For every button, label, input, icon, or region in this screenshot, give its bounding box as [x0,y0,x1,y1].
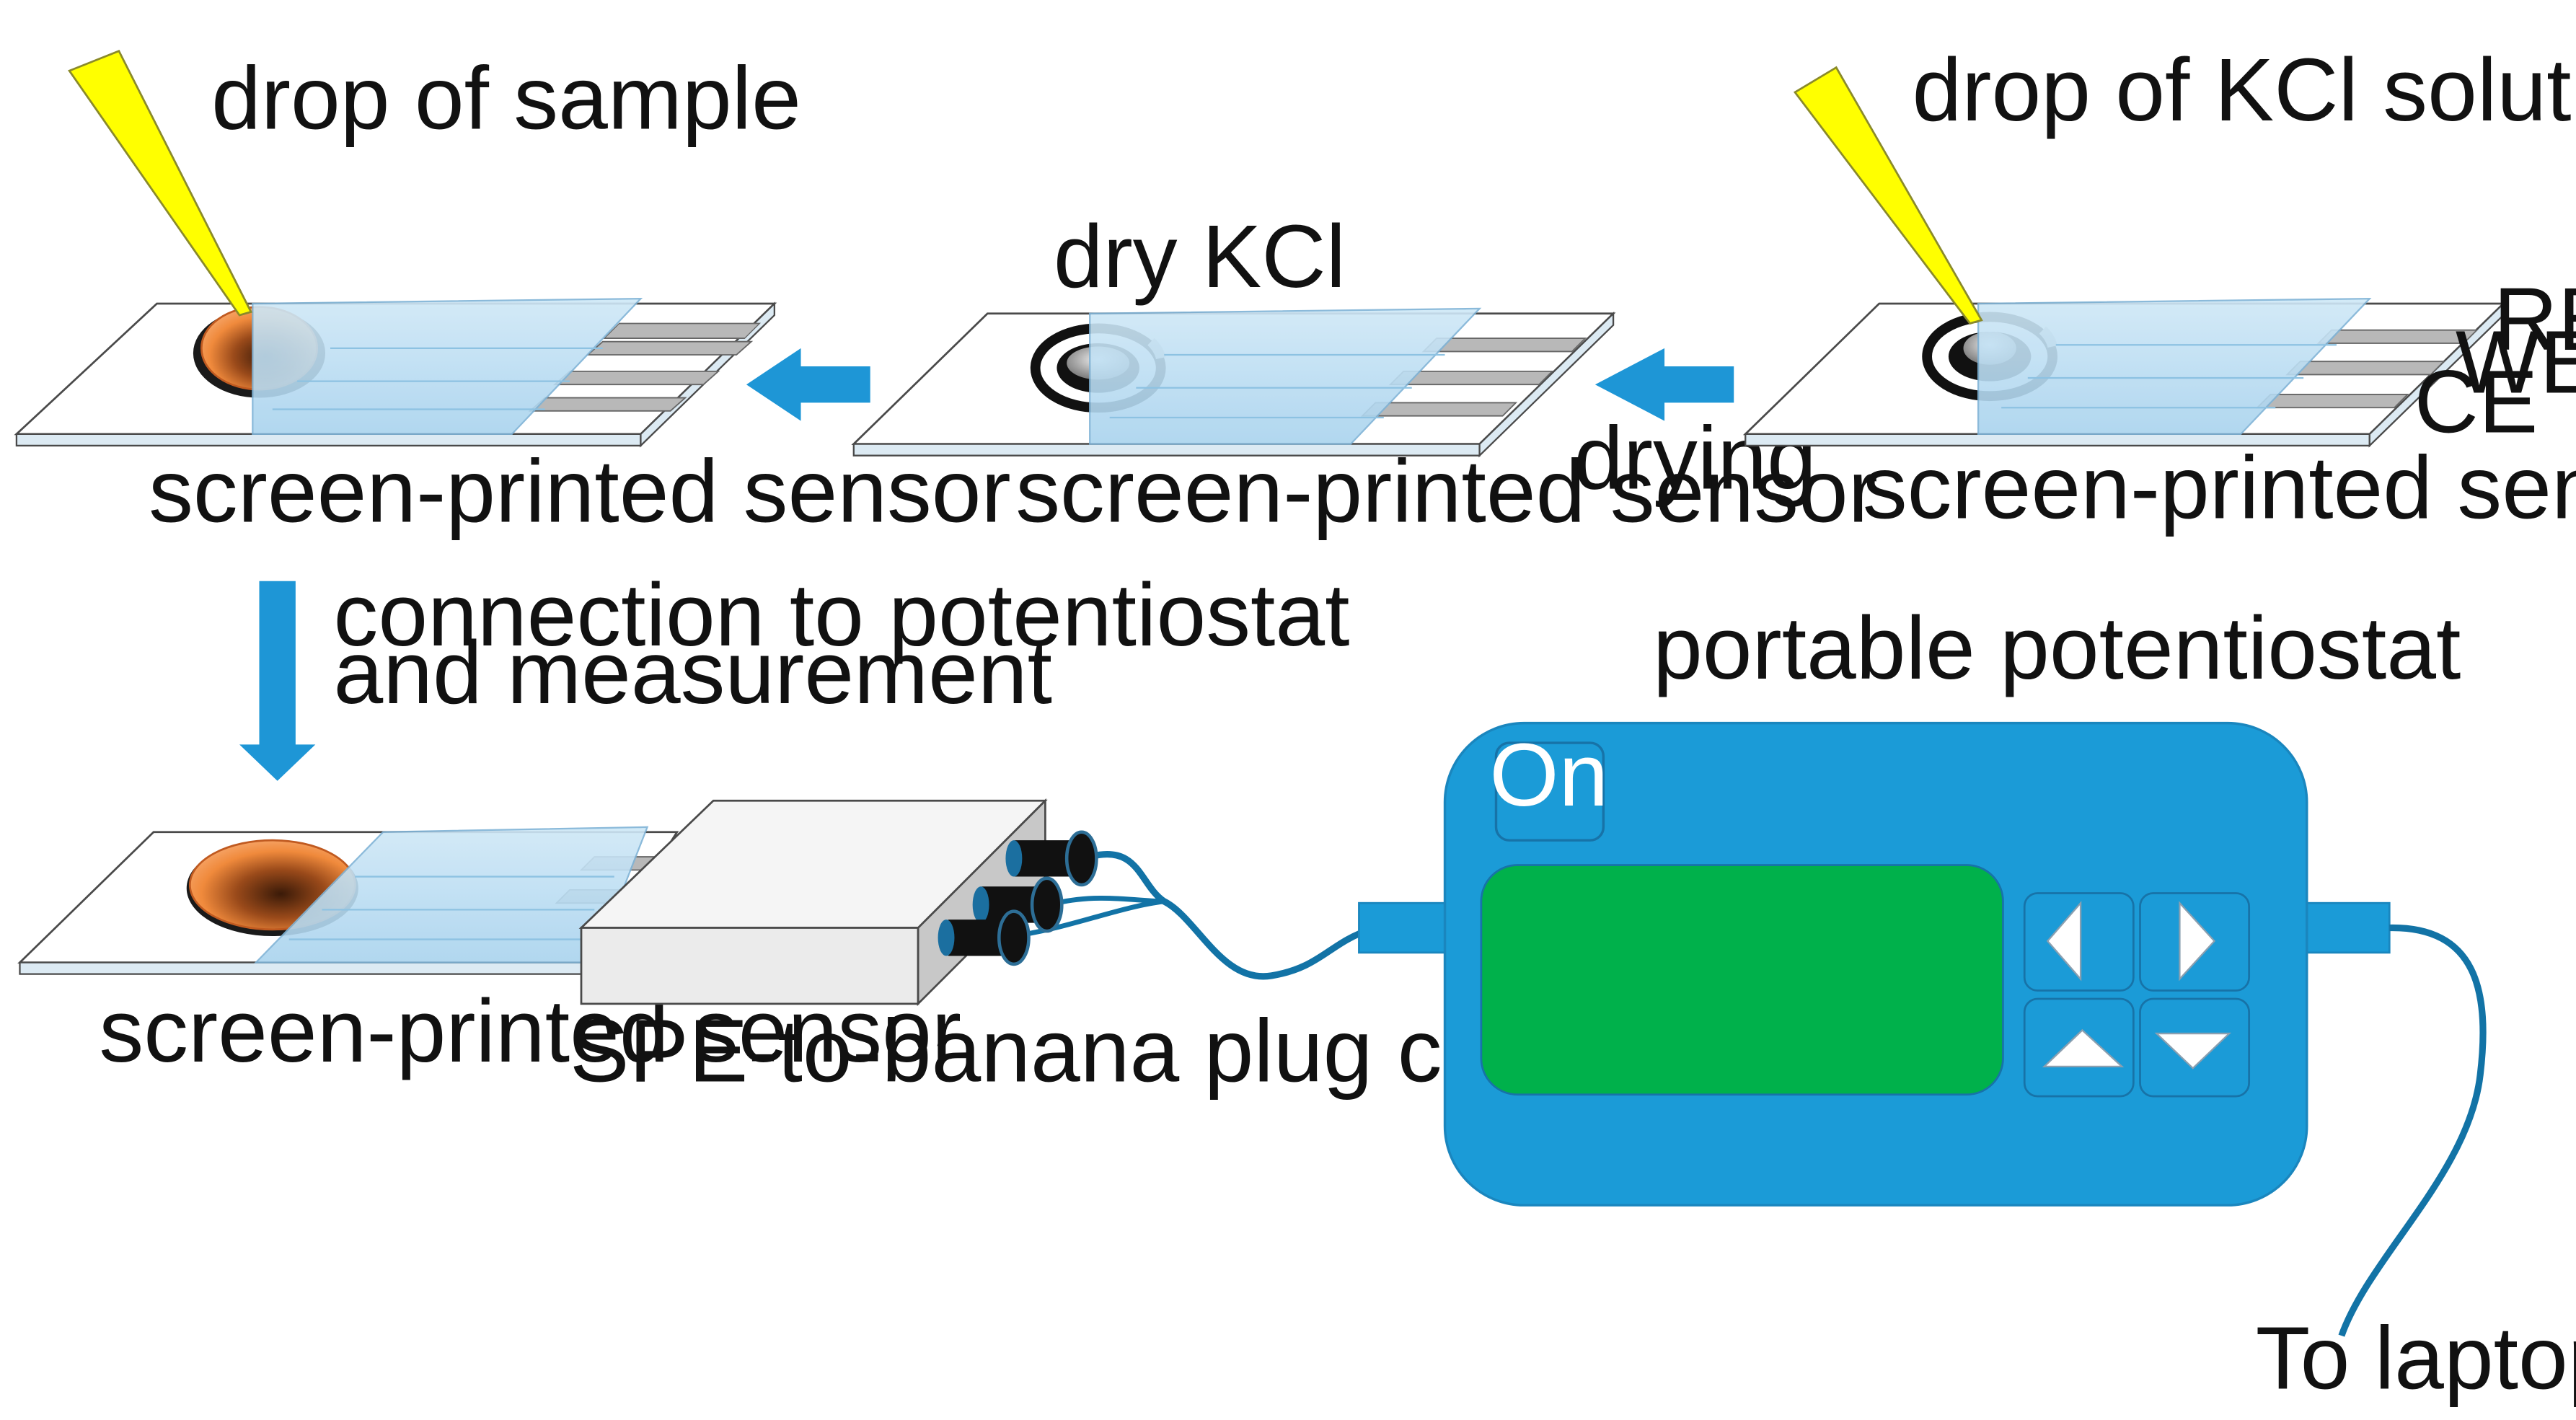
banana-plug-ring [1005,840,1023,877]
triangle-left-icon [2046,901,2082,982]
banana-plug-end [1064,830,1098,887]
arrow-down [239,581,316,781]
triangle-up-icon [2042,1028,2125,1068]
right-port [2302,901,2391,954]
sensor-dry-kcl [851,307,1616,458]
potentiostat-device: On [1358,721,2391,1207]
label-dry-kcl: dry KCl [1054,207,1346,307]
label-connection-line1: connection to potentiostat [334,565,1350,665]
contact-pad [586,340,754,356]
sensor-base-side [2368,301,2505,448]
on-button-label: On [1489,726,1608,825]
banana-plug [944,920,1011,956]
pipette-tip [68,49,253,317]
label-drop-of-sample: drop of sample [211,48,801,148]
banana-plug-end [1030,876,1064,933]
contact-pad [552,370,720,386]
insulation-strip [1089,307,1482,445]
label-drop-of-kcl: drop of KCl solution [1913,40,2576,140]
insulation-strip [254,826,649,963]
insulation-strip [1977,297,2372,436]
label-sensor-1: screen-printed sensor [149,441,1011,541]
banana-plug [977,886,1044,923]
contact-pad [2316,329,2479,344]
device-screen [1480,864,2004,1096]
banana-plug-ring [972,886,989,923]
label-portable-potentiostat: portable potentiostat [1653,599,2461,698]
banana-plug-end [997,909,1031,966]
sensor-connected [17,826,679,975]
label-ce: CE [2414,353,2538,452]
laptop-cable [2338,924,2487,1337]
label-connection-line2: and measurement [334,623,1052,723]
label-re: RE [2494,270,2576,369]
contact-pad [603,322,762,340]
sensor-kcl-drop [1742,66,2506,448]
arrow-left-1 [746,348,870,421]
pipette-tip [1793,66,1983,325]
banana-plugs [938,830,1372,980]
arrow-left-2 [1594,348,1734,421]
insulation-strip [252,297,643,436]
label-we: WE [2456,313,2576,413]
contact-pad [2255,394,2409,409]
contact-pad [528,397,687,412]
banana-plug [1010,840,1077,877]
sensor-base-side [1478,312,1615,458]
banana-plug-ring [938,920,955,956]
triangle-down-icon [2154,1032,2232,1070]
connector-front [580,927,919,1005]
label-sensor-3: screen-printed sensor [1863,438,2576,538]
triangle-right-icon [2179,901,2216,982]
sensor-sample-drop [14,49,777,448]
label-to-laptop: To laptop [2256,1308,2576,1408]
cable-to-device [1089,850,1372,980]
sensor-base-edge [19,961,596,975]
label-sensor-2: screen-printed sensor [1015,441,1878,541]
on-button[interactable] [1494,741,1605,842]
left-port [1358,901,1450,954]
